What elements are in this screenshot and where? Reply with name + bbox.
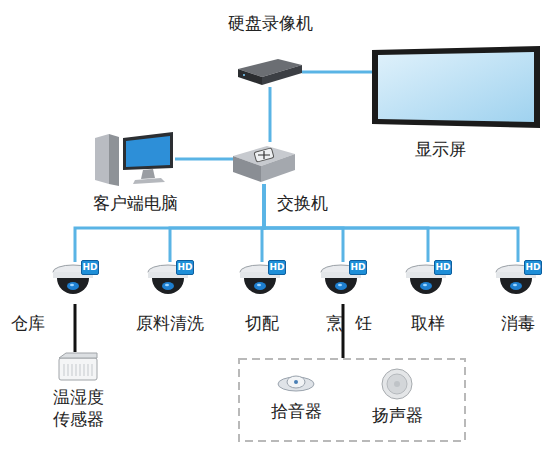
hd-badge: HD <box>176 260 194 275</box>
device-label: 扬声器 <box>355 404 439 426</box>
device-label: 仓库 <box>0 312 65 334</box>
illustration-shape <box>59 358 97 380</box>
network-link <box>302 71 372 74</box>
nvr-node: 硬盘录像机 <box>238 57 302 87</box>
network-link <box>264 184 518 262</box>
illustration-shape <box>243 74 245 76</box>
speaker-illustration <box>381 368 413 400</box>
illustration-shape <box>262 65 302 85</box>
illustration-shape <box>165 284 169 287</box>
illustration-shape <box>513 284 517 287</box>
illustration-shape <box>423 284 427 287</box>
illustration-shape <box>238 69 262 85</box>
illustration-shape <box>382 369 412 399</box>
device-label: 原料清洗 <box>120 312 220 334</box>
device-label: 切配 <box>212 312 312 334</box>
device-label: 烹饪 <box>308 312 390 334</box>
nvr-illustration <box>238 57 302 87</box>
camera-node: 仓库HD <box>51 262 99 304</box>
device-label: 温湿度 传感器 <box>48 386 108 430</box>
device-label: 客户端电脑 <box>73 192 197 214</box>
device-label: 取样 <box>378 312 478 334</box>
dashed-group-outline <box>238 358 466 442</box>
hd-badge: HD <box>349 260 367 275</box>
illustration-shape <box>67 282 79 290</box>
camera-node: 烹饪HD <box>319 262 367 304</box>
display-illustration <box>372 46 540 128</box>
illustration-shape <box>133 178 165 184</box>
pickup-node: 拾音器 <box>276 372 316 394</box>
sensor-node: 温湿度 传感器 <box>58 352 98 382</box>
network-link <box>264 184 428 262</box>
illustration-shape <box>372 46 540 128</box>
device-label: 硬盘录像机 <box>208 12 332 34</box>
illustration-shape <box>152 278 184 294</box>
network-link <box>170 184 264 262</box>
hd-badge: HD <box>268 260 286 275</box>
illustration-shape <box>123 132 173 170</box>
illustration-shape <box>57 278 89 294</box>
illustration-shape <box>239 359 465 441</box>
illustration-shape <box>335 282 347 290</box>
network-link <box>74 304 77 352</box>
network-link <box>269 87 272 142</box>
display-node: 显示屏 <box>372 46 540 128</box>
illustration-shape <box>258 151 270 159</box>
network-link <box>175 158 233 161</box>
device-group: 拾音器扬声器 <box>238 358 466 442</box>
illustration-shape <box>64 364 92 376</box>
illustration-shape <box>338 284 342 287</box>
illustration-shape <box>95 134 109 184</box>
illustration-shape <box>162 282 174 290</box>
camera-node: 消毒HD <box>494 262 542 304</box>
illustration-shape <box>244 278 276 294</box>
pc-illustration <box>95 132 175 186</box>
network-link <box>264 184 343 262</box>
illustration-shape <box>510 282 522 290</box>
illustration-shape <box>141 169 155 179</box>
switch-node: 交换机 <box>233 142 295 184</box>
device-label: 拾音器 <box>254 400 338 422</box>
illustration-shape <box>109 134 119 186</box>
pc-node: 客户端电脑 <box>95 132 175 186</box>
illustration-shape <box>325 278 357 294</box>
illustration-shape <box>254 282 266 290</box>
illustration-shape <box>378 52 534 122</box>
hd-badge: HD <box>434 260 452 275</box>
illustration-shape <box>420 282 432 290</box>
illustration-shape <box>500 278 532 294</box>
switch-illustration <box>233 142 295 184</box>
camera-node: 原料清洗HD <box>146 262 194 304</box>
hd-badge: HD <box>524 260 542 275</box>
camera-node: 取样HD <box>404 262 452 304</box>
camera-node: 切配HD <box>238 262 286 304</box>
illustration-shape <box>59 353 97 358</box>
speaker-node: 扬声器 <box>381 368 413 400</box>
illustration-shape <box>410 278 442 294</box>
sensor-illustration <box>58 352 98 382</box>
illustration-shape <box>254 148 274 162</box>
device-label: 交换机 <box>267 192 337 214</box>
illustration-shape <box>257 284 261 287</box>
illustration-shape <box>294 380 298 384</box>
device-label: 显示屏 <box>400 138 480 160</box>
device-label: 消毒 <box>468 312 557 334</box>
illustration-shape <box>287 376 305 388</box>
pickup-illustration <box>276 372 316 394</box>
illustration-shape <box>70 284 74 287</box>
illustration-shape <box>394 381 400 387</box>
illustration-shape <box>387 374 407 394</box>
illustration-shape <box>278 377 314 391</box>
illustration-shape <box>126 136 170 167</box>
hd-badge: HD <box>81 260 99 275</box>
